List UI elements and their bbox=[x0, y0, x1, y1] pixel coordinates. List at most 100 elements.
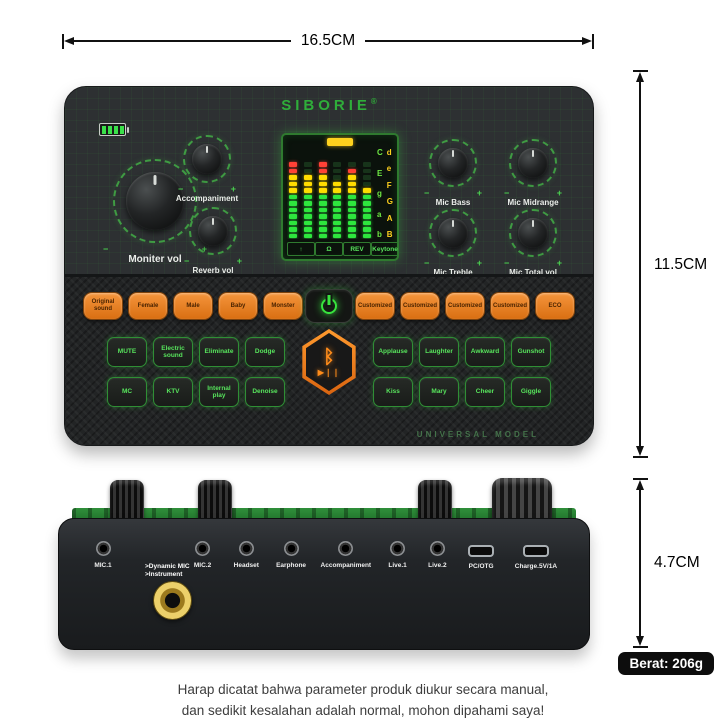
meter-segment bbox=[333, 207, 342, 212]
meter-segment bbox=[348, 233, 357, 238]
port-label-headset: Headset bbox=[233, 562, 259, 569]
effect-button-electric-sound: Electric sound bbox=[153, 337, 193, 367]
arrow-right-icon bbox=[582, 37, 592, 45]
brand-text: SIBORIE bbox=[281, 97, 371, 114]
meter-segment bbox=[318, 207, 327, 212]
key-letter-G: G bbox=[386, 197, 393, 207]
key-letter-g: g bbox=[376, 189, 382, 198]
knob-label: Reverb vol bbox=[192, 266, 234, 275]
meter-segment bbox=[318, 194, 327, 199]
meter-segment bbox=[303, 175, 312, 180]
knob-minus-plus: −+ bbox=[184, 256, 242, 266]
meter-column bbox=[303, 149, 312, 238]
meter-segment bbox=[362, 162, 371, 167]
key-letter-A: A bbox=[386, 213, 393, 223]
port-headset: Headset bbox=[226, 541, 266, 569]
key-letter-E: E bbox=[376, 168, 383, 178]
knob-tick-ring bbox=[509, 209, 557, 257]
arrow-up-icon bbox=[636, 480, 644, 490]
weight-badge: Berat: 206g bbox=[618, 652, 714, 675]
mic-total-vol-knob bbox=[518, 218, 548, 248]
dimension-depth-arrow bbox=[632, 478, 648, 648]
plus-mark: + bbox=[556, 258, 562, 268]
battery-fill bbox=[101, 125, 124, 134]
port-pc-otg: PC/OTG bbox=[459, 541, 503, 570]
port-label-live-2: Live.2 bbox=[428, 562, 447, 569]
meter-segment bbox=[318, 220, 327, 225]
port-label-mic-1: MIC.1 bbox=[94, 562, 112, 569]
meter-segment bbox=[362, 233, 371, 238]
meter-segment bbox=[289, 233, 297, 238]
meter-segment bbox=[303, 181, 312, 186]
meter-segment bbox=[303, 233, 312, 238]
meter-segment bbox=[318, 168, 327, 173]
meter-segment bbox=[289, 207, 297, 212]
port-earphone: Earphone bbox=[270, 541, 312, 569]
meter-segment bbox=[289, 227, 297, 232]
gold-jack-gap bbox=[127, 541, 179, 551]
meter-segment bbox=[348, 162, 357, 167]
power-icon bbox=[319, 296, 339, 316]
panel-divider bbox=[65, 274, 593, 277]
meter-segment bbox=[318, 188, 327, 193]
meter-segment bbox=[362, 220, 371, 225]
meter-segment bbox=[333, 220, 342, 225]
effect-button-applause: Applause bbox=[373, 337, 413, 367]
meter-segment bbox=[348, 207, 357, 212]
knob-minus-plus: −+ bbox=[504, 188, 562, 198]
knob-label: Mic Total vol bbox=[509, 268, 557, 275]
knob-minus-plus: −+ bbox=[424, 188, 482, 198]
port-label-live-1: Live.1 bbox=[388, 562, 407, 569]
meter-segment bbox=[362, 188, 371, 193]
reverb-label: REV bbox=[343, 242, 371, 256]
meter-segment bbox=[333, 227, 342, 232]
custom-button-5-eco: ECO bbox=[535, 292, 575, 320]
meter-segment bbox=[303, 188, 312, 193]
meter-segment bbox=[289, 162, 297, 167]
meter-segment bbox=[362, 168, 371, 173]
meter-column bbox=[318, 149, 327, 238]
mic-midrange-knob bbox=[518, 148, 548, 178]
meter-segment bbox=[318, 162, 327, 167]
battery-icon bbox=[99, 123, 129, 136]
knob-label: Accompaniment bbox=[175, 194, 239, 203]
dimension-width-arrow: 16.5CM bbox=[62, 32, 594, 50]
effect-button-kiss: Kiss bbox=[373, 377, 413, 407]
arrow-up-icon bbox=[636, 72, 644, 82]
headphone-icon: Ω bbox=[315, 242, 343, 256]
depth-label: 4.7CM bbox=[654, 554, 700, 571]
knob-tick-ring bbox=[429, 209, 477, 257]
key-letter-d: d bbox=[386, 148, 392, 157]
meter-segment bbox=[303, 162, 312, 167]
dimension-tick bbox=[632, 646, 648, 648]
knob-label: Mic Bass bbox=[435, 198, 471, 207]
meter-segment bbox=[303, 168, 312, 173]
voice-button-monster: Monster bbox=[263, 292, 303, 320]
arrow-left-icon bbox=[64, 37, 74, 45]
effect-button-dodge: Dodge bbox=[245, 337, 285, 367]
plus-mark: + bbox=[230, 184, 236, 194]
key-letter-a: a bbox=[376, 209, 382, 219]
sound-card-top-view: SIBORIE® −+ Moniter vol −+ Accompaniment… bbox=[64, 86, 594, 446]
voice-button-baby: Baby bbox=[218, 292, 258, 320]
knob-tick-ring bbox=[189, 207, 237, 255]
dimension-tick bbox=[62, 33, 64, 49]
effect-button-laughter: Laughter bbox=[419, 337, 459, 367]
plus-mark: + bbox=[236, 256, 242, 266]
meter-segment bbox=[348, 201, 357, 206]
meter-segment bbox=[318, 201, 327, 206]
control-panel: SIBORIE® −+ Moniter vol −+ Accompaniment… bbox=[65, 87, 593, 275]
meter-segment bbox=[289, 175, 297, 180]
meter-segment bbox=[348, 175, 357, 180]
minus-mark: − bbox=[504, 188, 510, 198]
meter-segment bbox=[348, 220, 357, 225]
voice-button-male: Male bbox=[173, 292, 213, 320]
minus-mark: − bbox=[184, 256, 190, 266]
disclaimer-caption: Harap dicatat bahwa parameter produk diu… bbox=[0, 680, 726, 722]
